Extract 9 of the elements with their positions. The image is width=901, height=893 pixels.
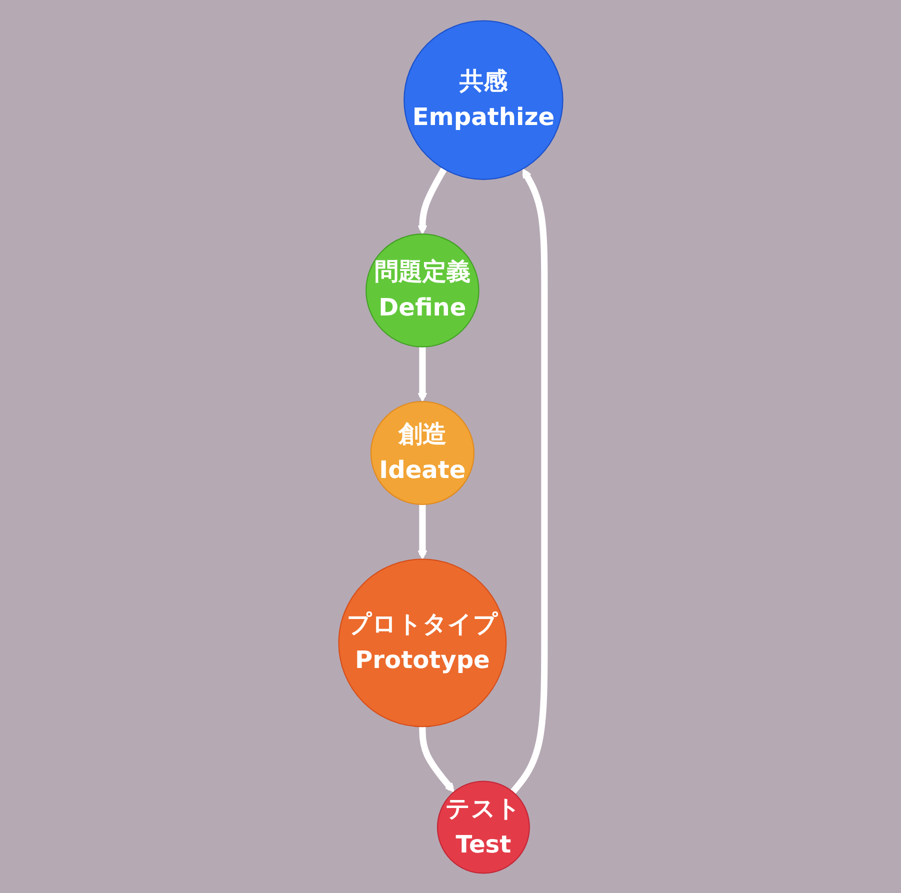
- arrow: [417, 504, 427, 560]
- node-circle: 創造 Ideate: [370, 400, 474, 505]
- arrow: [417, 346, 427, 402]
- arrow: [417, 166, 447, 234]
- node-circle: テスト Test: [436, 780, 530, 874]
- node-circle: 問題定義 Define: [365, 233, 480, 347]
- node-circle: 共感 Empathize: [403, 20, 564, 180]
- arrow: [418, 726, 454, 792]
- arrow: [510, 168, 548, 794]
